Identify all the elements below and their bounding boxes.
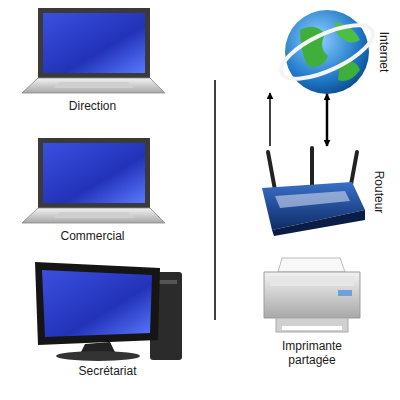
device-label: Secrétariat: [78, 364, 136, 378]
device-label: Direction: [69, 99, 116, 113]
device-label: Imprimante partagée: [257, 339, 367, 368]
globe-icon: [274, 10, 380, 94]
device-label: Commercial: [60, 229, 124, 243]
bus-line: [214, 80, 216, 320]
device-label: Routeur: [372, 171, 386, 214]
printer-icon: [264, 258, 360, 332]
desktop-icon: [35, 262, 182, 361]
desktop-node: Secrétariat: [30, 258, 185, 360]
laptop-node: Direction: [20, 5, 165, 95]
printer-node: Imprimante partagée: [262, 255, 362, 335]
network-link: [269, 93, 271, 146]
router-icon: [262, 148, 365, 236]
network-link: [326, 94, 329, 146]
globe-node: Internet: [283, 8, 371, 96]
router-node: Routeur: [260, 146, 366, 238]
laptop-node: Commercial: [20, 135, 165, 225]
laptop-icon: [22, 138, 165, 223]
laptop-icon: [22, 8, 165, 93]
device-label: Internet: [377, 32, 391, 73]
